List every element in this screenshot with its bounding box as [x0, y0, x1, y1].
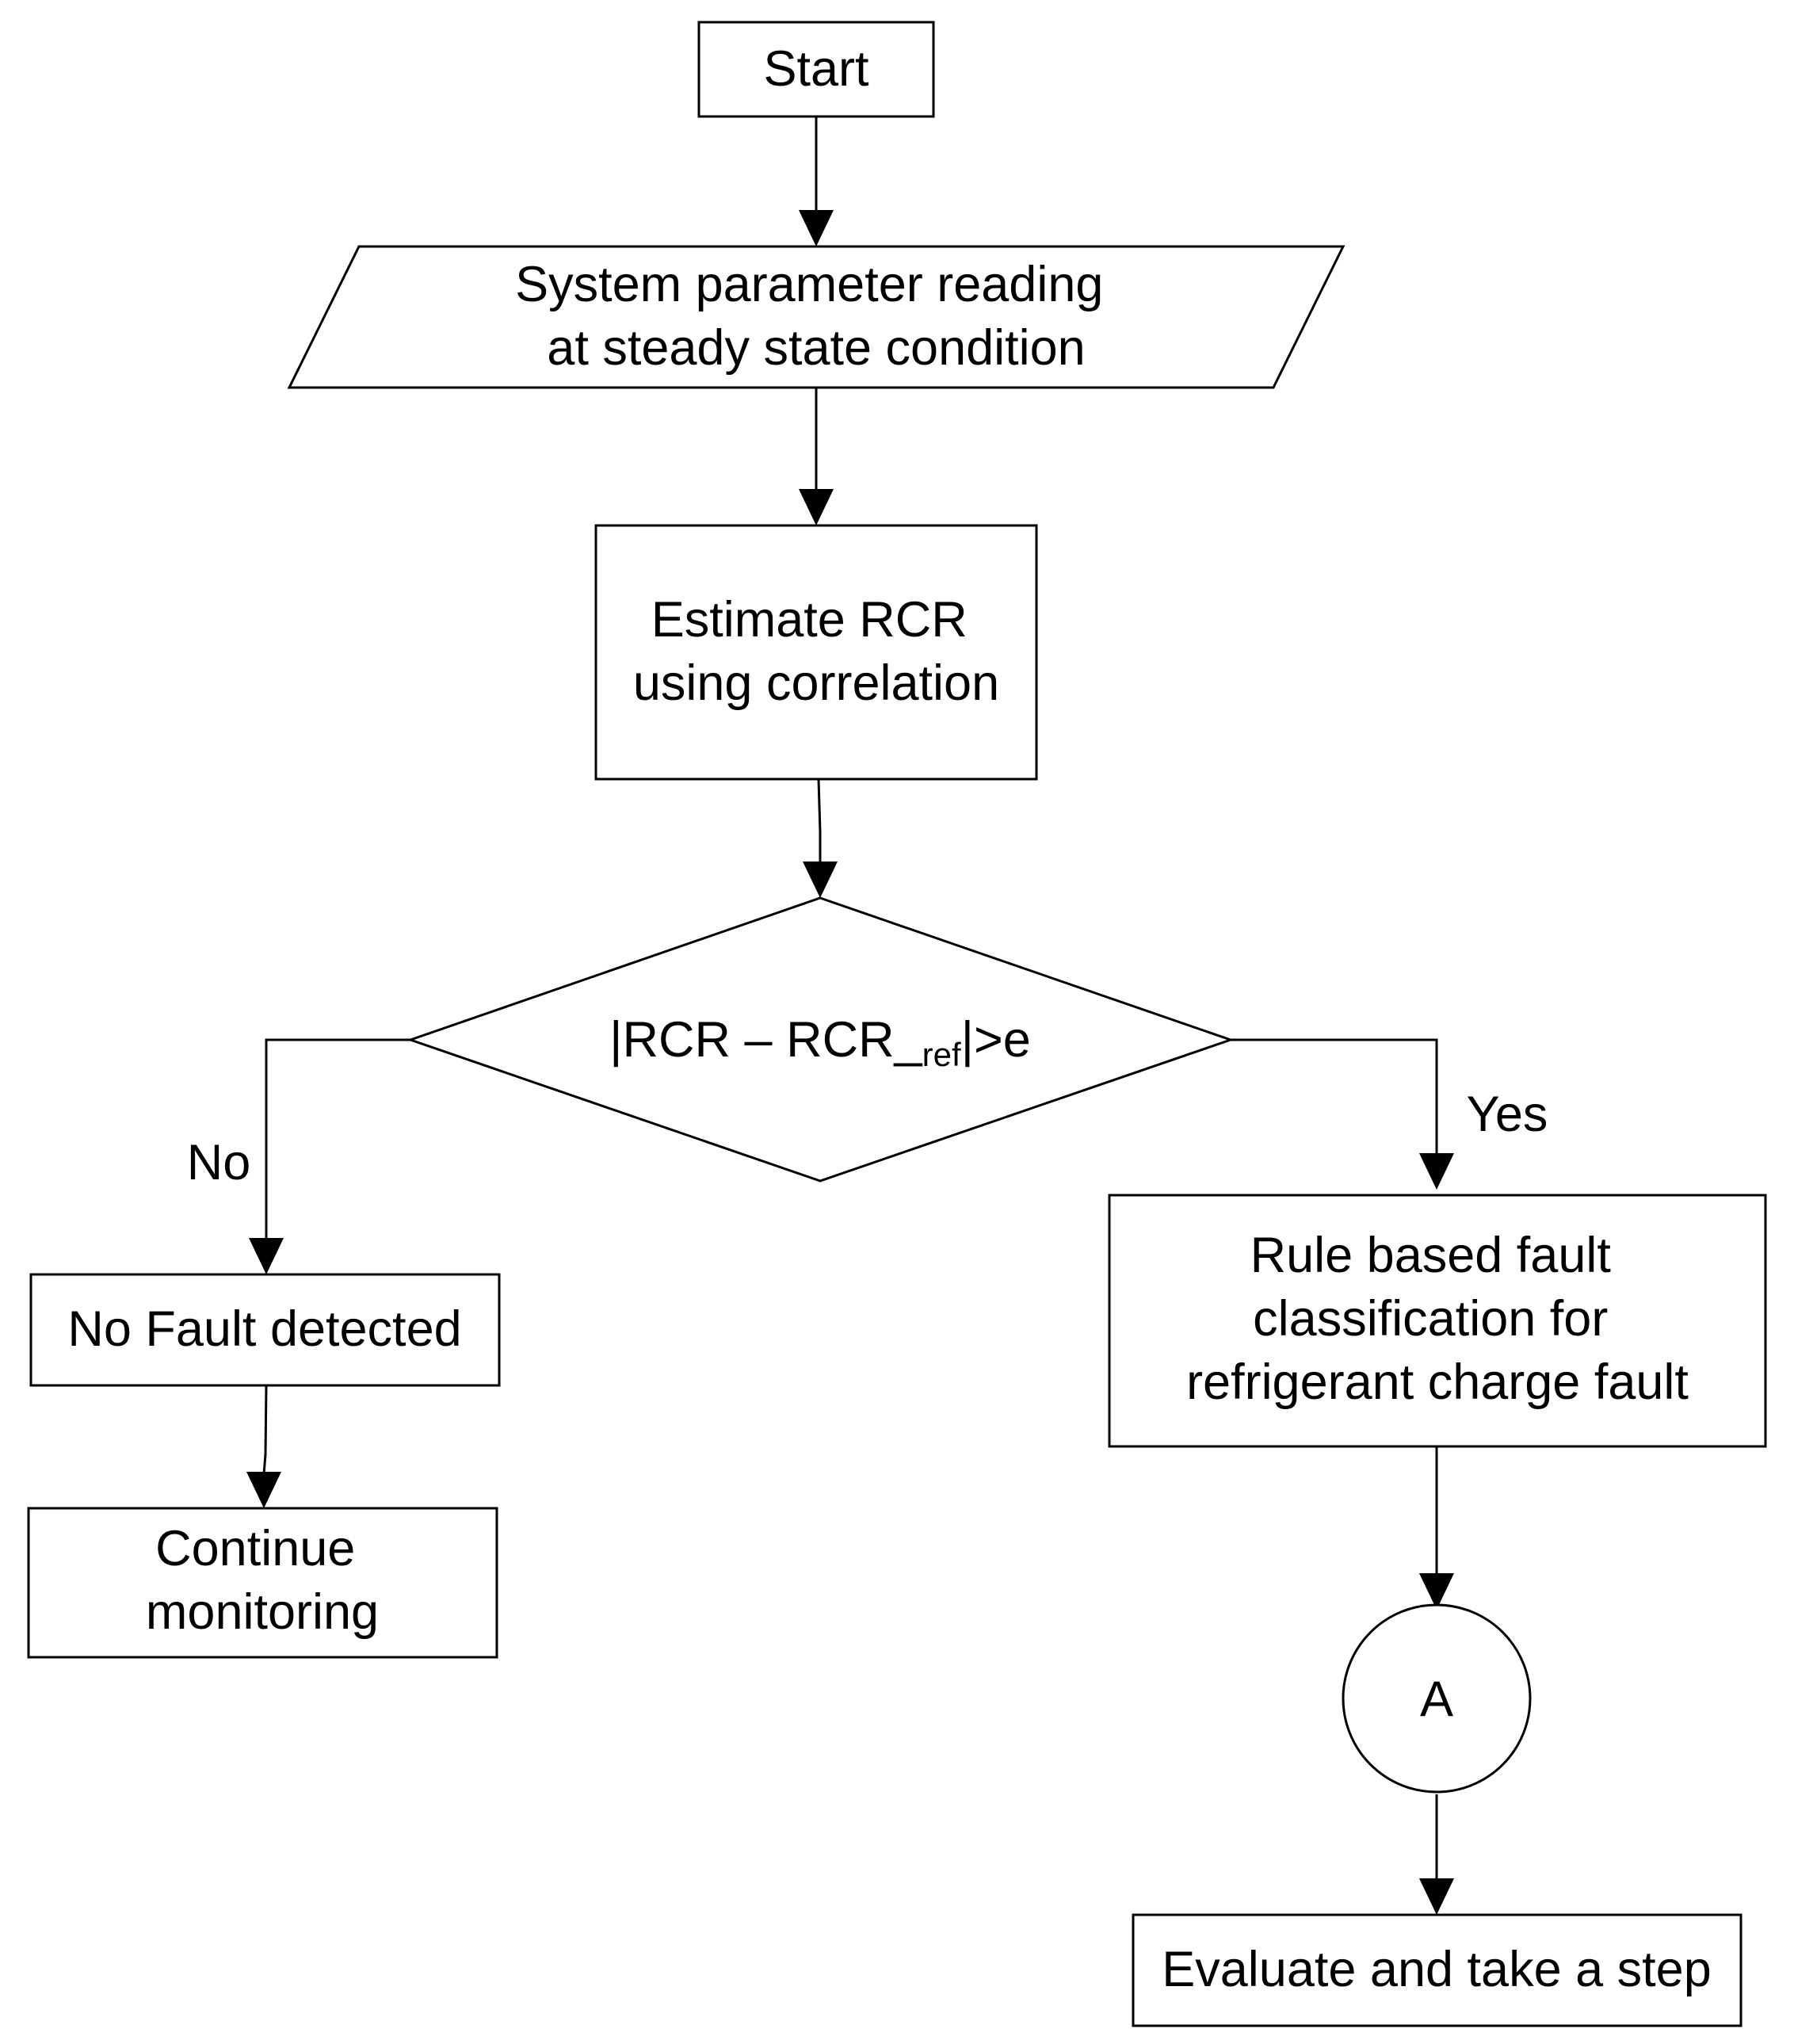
node-classify-line-2: classification for [1253, 1291, 1608, 1347]
svg-text:Rule based fault classif: Rule based fault classification for refr… [1186, 1228, 1689, 1410]
edge-connector-to-evaluate [1419, 1794, 1454, 1915]
node-start: Start [697, 21, 935, 118]
edge-label-yes: Yes [1467, 1087, 1548, 1142]
node-no-fault-line-1: No Fault detected [67, 1301, 461, 1357]
node-decision-text-before: |RCR – RCR_ [609, 1012, 922, 1068]
svg-text:No Fault detected: No Fault detected [67, 1301, 461, 1357]
node-decision-text-after: |>e [961, 1012, 1031, 1068]
node-start-line-1: Start [763, 41, 869, 97]
node-estimate: Estimate RCR using correlation [594, 524, 1038, 781]
node-classify-line-1: Rule based fault [1250, 1228, 1612, 1283]
node-connector-a: A [1342, 1603, 1532, 1794]
svg-text:Estimate RCR using corre: Estimate RCR using correlation [633, 592, 999, 711]
edge-classify-to-connector [1419, 1446, 1454, 1610]
node-estimate-line-2: using correlation [633, 655, 999, 711]
svg-text:Evaluate and take a step: Evaluate and take a step [1162, 1942, 1712, 1997]
edge-label-no: No [187, 1135, 251, 1190]
node-decision-subscript: ref [922, 1036, 961, 1073]
node-estimate-line-1: Estimate RCR [651, 592, 968, 648]
edge-decision-to-no-fault [249, 1038, 410, 1274]
node-read-line-2: at steady state condition [547, 320, 1085, 376]
svg-text:Continue monitoring: Continue monitoring [146, 1521, 379, 1640]
node-classify: Rule based fault classification for refr… [1108, 1194, 1767, 1448]
node-evaluate-line-1: Evaluate and take a step [1162, 1942, 1712, 1997]
svg-text:System parameter reading: System parameter reading at steady state… [515, 257, 1117, 376]
edge-start-to-read [799, 117, 834, 246]
node-read-line-1: System parameter reading [515, 257, 1103, 312]
node-continue: Continue monitoring [27, 1507, 498, 1659]
node-evaluate: Evaluate and take a step [1132, 1913, 1742, 2027]
edge-decision-to-classify [1231, 1038, 1454, 1190]
svg-text:A: A [1420, 1671, 1453, 1727]
svg-text:Start: Start [763, 41, 869, 97]
node-read-input: System parameter reading at steady state… [287, 245, 1346, 389]
edges [246, 117, 1454, 1915]
edge-read-to-estimate [799, 388, 834, 525]
edge-no-fault-to-continue [246, 1385, 281, 1508]
node-classify-line-3: refrigerant charge fault [1186, 1354, 1689, 1410]
node-continue-line-1: Continue [155, 1521, 355, 1576]
node-connector-a-label: A [1420, 1671, 1453, 1727]
node-continue-line-2: monitoring [146, 1584, 379, 1640]
node-decision-text: |RCR – RCR_ref|>e [609, 1012, 1031, 1073]
node-no-fault: No Fault detected [29, 1273, 501, 1387]
node-decision: |RCR – RCR_ref|>e [407, 896, 1235, 1182]
edge-estimate-to-decision [803, 778, 838, 898]
